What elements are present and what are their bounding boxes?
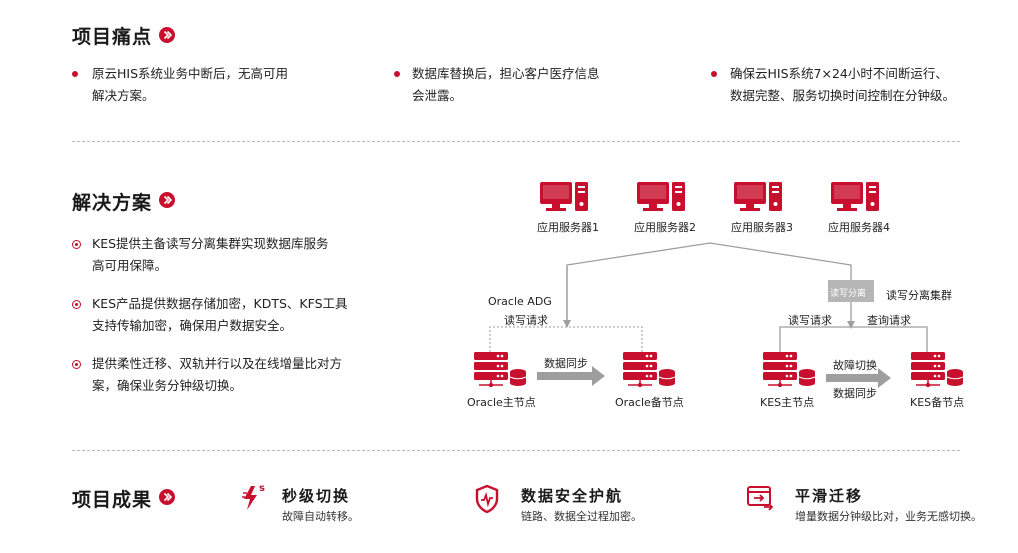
oracle-link-dotted xyxy=(489,326,643,352)
lightning-icon xyxy=(242,486,257,510)
app-server-3-label: 应用服务器3 xyxy=(731,221,793,234)
result-1-sub: 故障自动转移。 xyxy=(282,510,359,523)
pain-item-1-line-2: 解决方案。 xyxy=(92,88,155,103)
bullet-dot-icon xyxy=(72,71,78,77)
app-server-icon xyxy=(734,182,782,211)
pain-item-2-line-1: 数据库替换后，担心客户医疗信息 xyxy=(412,66,600,81)
failover-label: 故障切换 xyxy=(833,359,877,372)
rw-cluster-label: 读写分离集群 xyxy=(886,289,952,302)
section-divider xyxy=(72,450,960,451)
sync-left-label: 数据同步 xyxy=(544,357,588,370)
app-server-icon xyxy=(637,182,685,211)
app-server-4-label: 应用服务器4 xyxy=(828,221,890,234)
solution-item-1-line-2: 高可用保障。 xyxy=(92,258,168,273)
kes-primary-label: KES主节点 xyxy=(760,396,815,409)
section-divider xyxy=(72,141,960,142)
kes-standby-node-icon xyxy=(910,351,964,388)
result-2-sub: 链路、数据全过程加密。 xyxy=(521,510,642,523)
rw-split-box-label: 读写分离 xyxy=(830,289,867,299)
app-server-2-label: 应用服务器2 xyxy=(634,221,696,234)
query-request-label: 查询请求 xyxy=(867,314,911,327)
bullet-dot-icon xyxy=(711,71,717,77)
shield-icon xyxy=(475,484,499,514)
solution-item-3: 提供柔性迁移、双轨并行以及在线增量比对方 案，确保业务分钟级切换。 xyxy=(92,353,342,397)
solution-item-2: KES产品提供数据存储加密，KDTS、KFS工具 支持传输加密，确保用户数据安全… xyxy=(92,293,348,337)
kes-link-line xyxy=(779,326,928,352)
result-3-title: 平滑迁移 xyxy=(795,487,864,505)
oracle-standby-label: Oracle备节点 xyxy=(615,396,684,409)
pain-item-2-line-2: 会泄露。 xyxy=(412,88,463,103)
pain-item-3-line-1: 确保云HIS系统7×24小时不间断运行、 xyxy=(730,66,948,81)
result-1-title: 秒级切换 xyxy=(282,487,351,505)
pain-item-2: 数据库替换后，担心客户医疗信息 会泄露。 xyxy=(412,63,600,107)
rw-split-box xyxy=(828,280,874,302)
result-3-sub: 增量数据分钟级比对，业务无感切换。 xyxy=(795,510,982,523)
pain-section-title: 项目痛点 xyxy=(72,26,153,48)
solution-item-3-line-2: 案，确保业务分钟级切换。 xyxy=(92,378,243,393)
app-server-icon xyxy=(540,182,588,211)
results-section-title: 项目成果 xyxy=(72,489,153,511)
pain-item-3: 确保云HIS系统7×24小时不间断运行、 数据完整、服务切换时间控制在分钟级。 xyxy=(730,63,955,107)
oracle-adg-label: Oracle ADG xyxy=(488,295,552,308)
migrate-icon xyxy=(747,486,774,511)
arrow-circle-icon[interactable] xyxy=(159,27,175,43)
sync-right-label: 数据同步 xyxy=(833,387,877,400)
kes-primary-node-icon xyxy=(762,351,816,388)
oracle-primary-node-icon xyxy=(473,351,527,388)
pain-item-1: 原云HIS系统业务中断后，无高可用 解决方案。 xyxy=(92,63,288,107)
solution-item-2-line-1: KES产品提供数据存储加密，KDTS、KFS工具 xyxy=(92,296,348,311)
solution-section-title: 解决方案 xyxy=(72,192,153,214)
solution-item-2-line-2: 支持传输加密，确保用户数据安全。 xyxy=(92,318,293,333)
arrow-circle-icon[interactable] xyxy=(159,192,175,208)
solution-item-1: KES提供主备读写分离集群实现数据库服务 高可用保障。 xyxy=(92,233,329,277)
bullet-ring-icon xyxy=(72,300,81,309)
bullet-ring-icon xyxy=(72,240,81,249)
oracle-primary-label: Oracle主节点 xyxy=(467,396,536,409)
app-server-1-label: 应用服务器1 xyxy=(537,221,599,234)
result-2-title: 数据安全护航 xyxy=(521,487,624,505)
oracle-standby-node-icon xyxy=(622,351,676,388)
pain-item-1-line-1: 原云HIS系统业务中断后，无高可用 xyxy=(92,66,289,81)
rw-request-left-label: 读写请求 xyxy=(504,314,548,327)
failover-arrow xyxy=(826,368,891,388)
pain-item-3-line-2: 数据完整、服务切换时间控制在分钟级。 xyxy=(730,88,956,103)
solution-item-3-line-1: 提供柔性迁移、双轨并行以及在线增量比对方 xyxy=(92,356,343,371)
bullet-ring-icon xyxy=(72,360,81,369)
app-server-icon xyxy=(831,182,879,211)
solution-item-1-line-1: KES提供主备读写分离集群实现数据库服务 xyxy=(92,236,329,251)
lightning-badge: s xyxy=(259,483,265,494)
rw-request-right-label: 读写请求 xyxy=(788,314,832,327)
kes-standby-label: KES备节点 xyxy=(910,396,965,409)
arrow-circle-icon[interactable] xyxy=(159,489,175,505)
sync-arrow-left xyxy=(537,366,605,386)
bullet-dot-icon xyxy=(394,71,400,77)
